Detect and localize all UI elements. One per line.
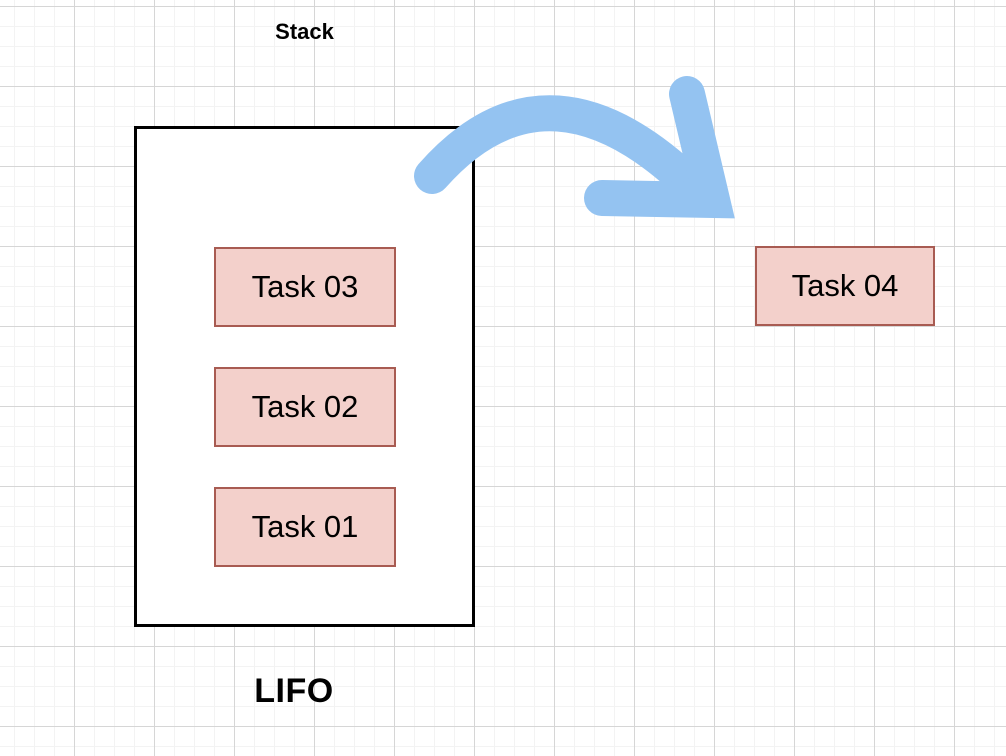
task-node-01: Task 01	[214, 487, 396, 567]
stack-title: Stack	[275, 19, 334, 44]
task-node-03: Task 03	[214, 247, 396, 327]
pop-arrow-head	[584, 76, 735, 219]
task-node-02: Task 02	[214, 367, 396, 447]
task-node-04: Task 04	[755, 246, 935, 326]
lifo-label: LIFO	[254, 672, 334, 710]
